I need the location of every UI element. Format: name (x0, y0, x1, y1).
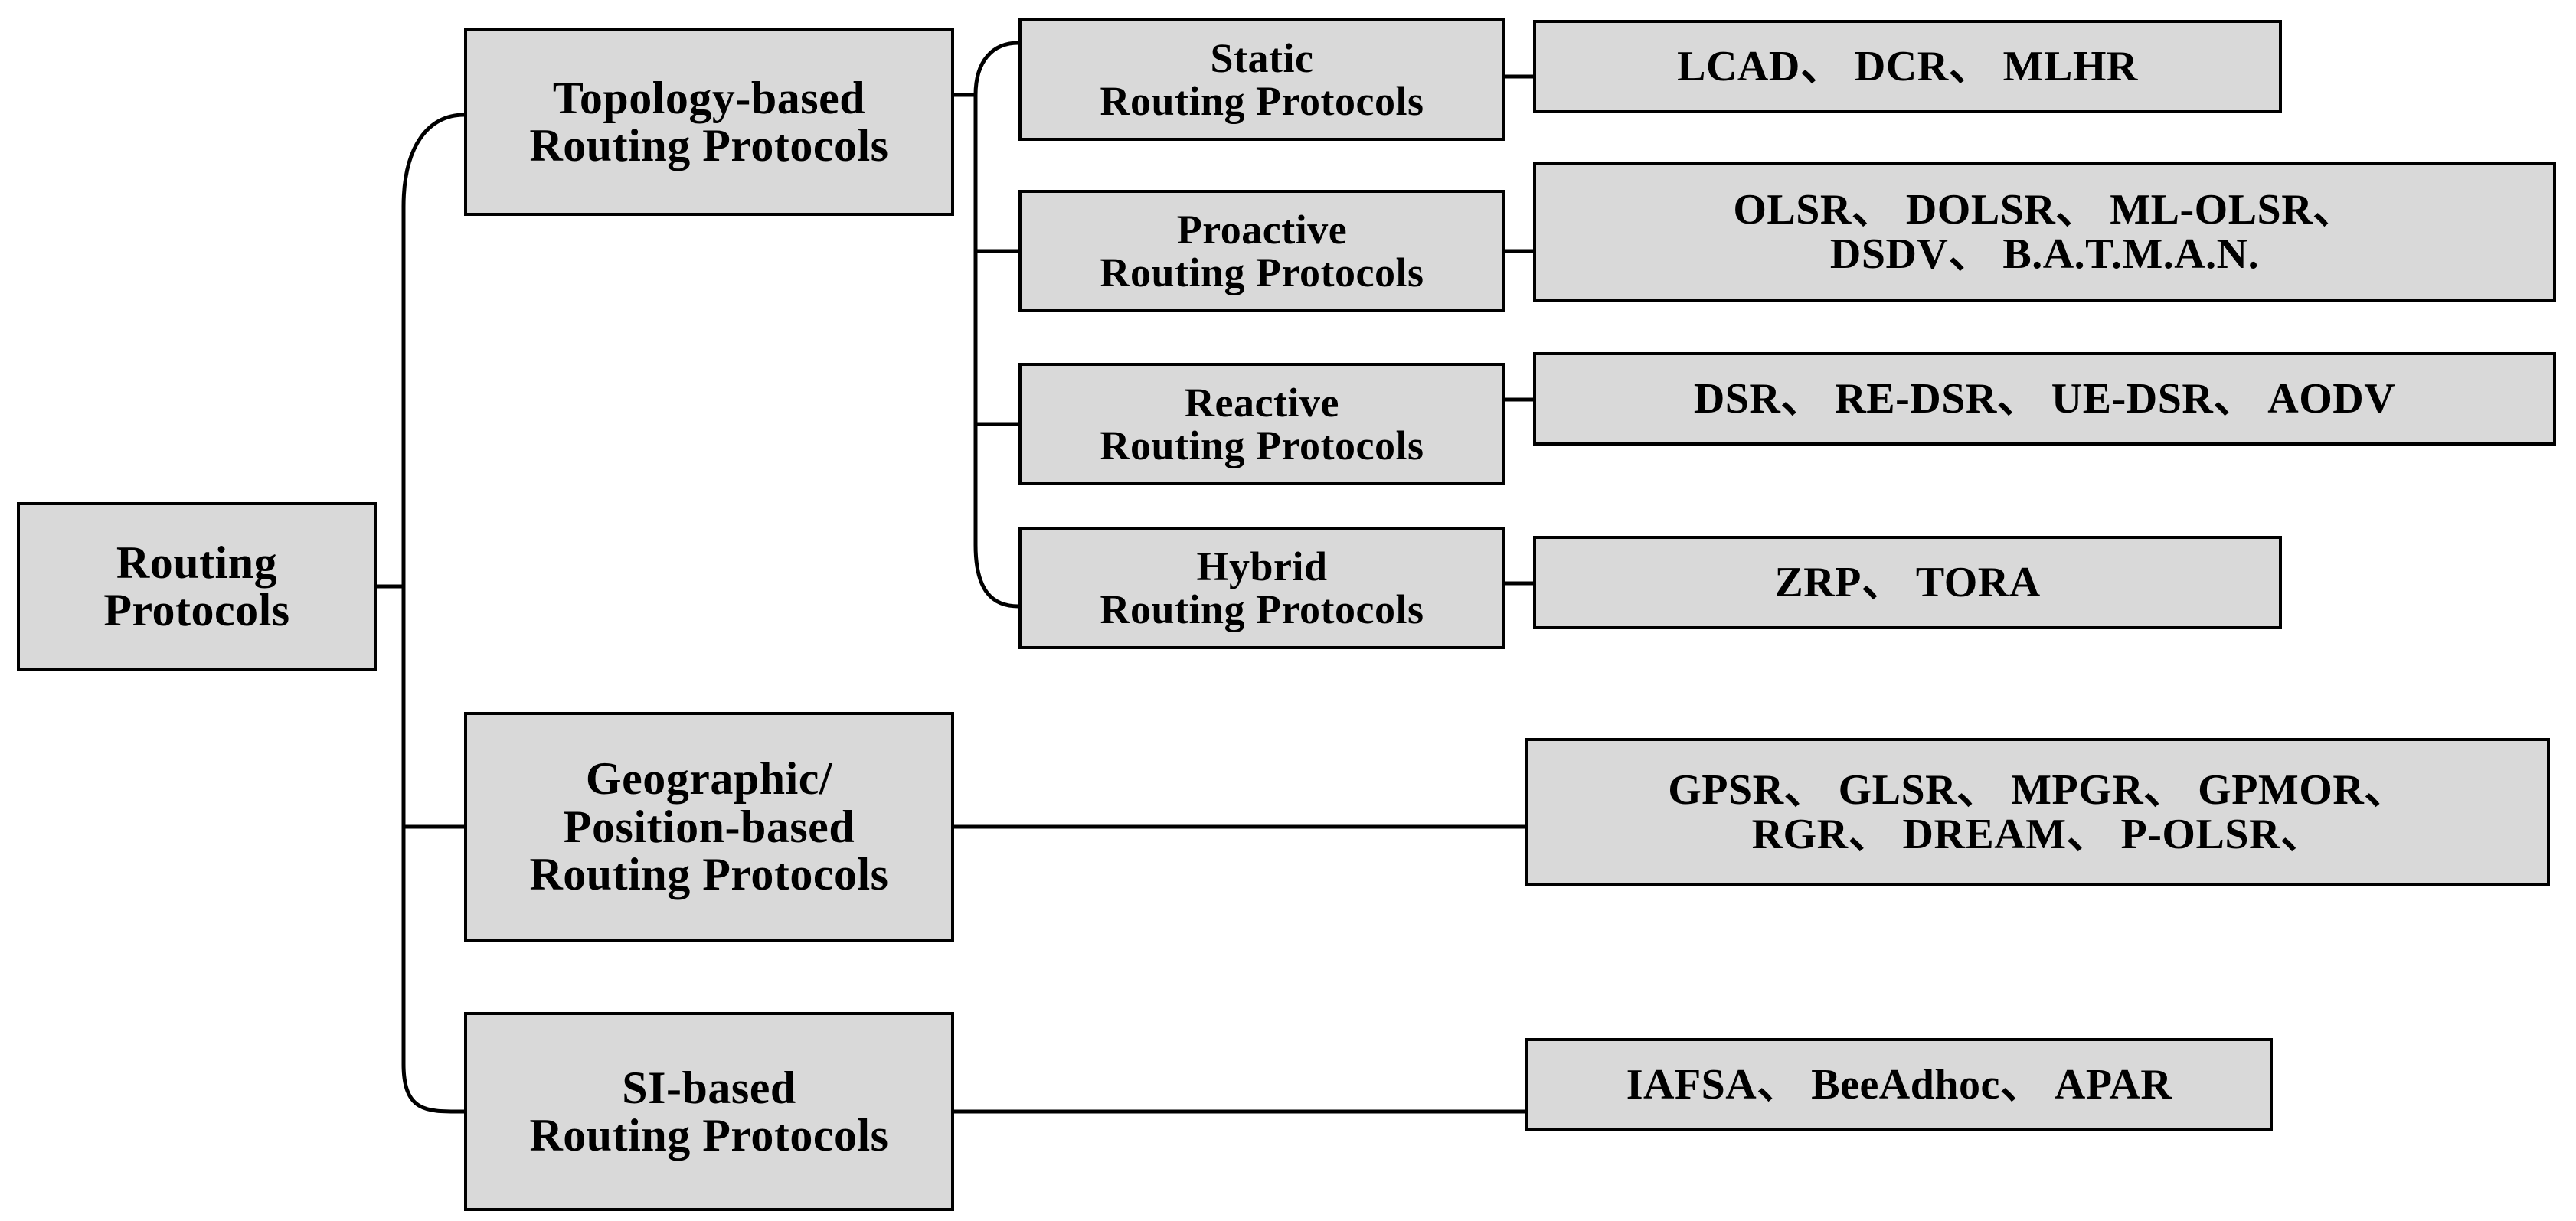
node-si-based-routing-protocols[interactable]: SI-based Routing Protocols (464, 1012, 954, 1211)
leaf-geographic-protocol-list[interactable]: GPSR、 GLSR、 MPGR、 GPMOR、 RGR、 DREAM、 P-O… (1525, 738, 2550, 886)
node-reactive-routing-protocols[interactable]: Reactive Routing Protocols (1018, 363, 1505, 485)
connector-to-hybrid (973, 544, 1019, 609)
node-proactive-routing-protocols[interactable]: Proactive Routing Protocols (1018, 190, 1505, 312)
node-geographic-position-based-routing-protocols[interactable]: Geographic/ Position-based Routing Proto… (464, 712, 954, 942)
node-hybrid-routing-protocols[interactable]: Hybrid Routing Protocols (1018, 527, 1505, 649)
node-routing-protocols-root[interactable]: Routing Protocols (17, 502, 377, 671)
leaf-proactive-protocol-list[interactable]: OLSR、 DOLSR、 ML-OLSR、 DSDV、 B.A.T.M.A.N. (1533, 162, 2556, 302)
leaf-si-protocol-list[interactable]: IAFSA、 BeeAdhoc、 APAR (1525, 1038, 2273, 1131)
connector-to-static (973, 41, 1019, 96)
connector-to-si (401, 1063, 465, 1114)
leaf-reactive-protocol-list[interactable]: DSR、 RE-DSR、 UE-DSR、 AODV (1533, 352, 2556, 446)
node-static-routing-protocols[interactable]: Static Routing Protocols (1018, 18, 1505, 141)
leaf-hybrid-protocol-list[interactable]: ZRP、 TORA (1533, 536, 2282, 629)
connector-to-topology (401, 113, 465, 207)
node-topology-based-routing-protocols[interactable]: Topology-based Routing Protocols (464, 28, 954, 216)
leaf-static-protocol-list[interactable]: LCAD、 DCR、 MLHR (1533, 20, 2282, 113)
